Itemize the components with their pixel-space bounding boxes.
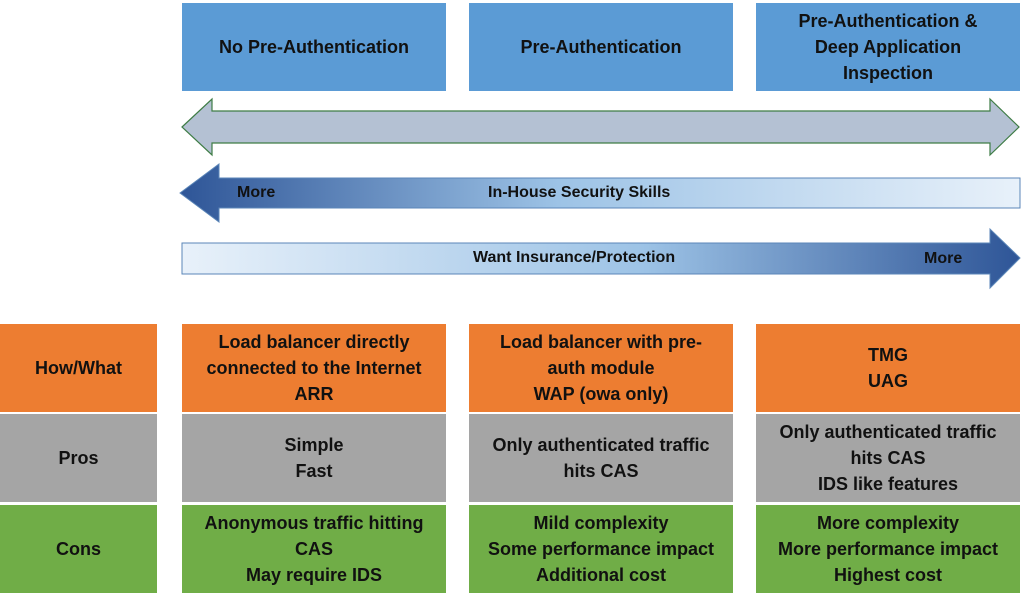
cell-line: hits CAS [563, 461, 639, 481]
cell-line: auth module [547, 358, 655, 378]
header-line: No Pre-Authentication [218, 37, 409, 57]
row-label-pros: Pros [0, 414, 157, 502]
cell-line: Only authenticated traffic [492, 435, 710, 455]
cell-line: IDS like features [817, 474, 959, 494]
cell-pros-preauth: Only authenticated traffic hits CAS [469, 414, 733, 502]
cell-line: Anonymous traffic hitting [204, 513, 424, 533]
row-label: How/What [35, 358, 122, 378]
cell-line: Load balancer directly [218, 332, 410, 352]
cell-how-no-preauth: Load balancer directly connected to the … [182, 324, 446, 412]
header-line: Inspection [842, 63, 933, 83]
cell-line: Mild complexity [533, 513, 669, 533]
cell-line: connected to the Internet [206, 358, 422, 378]
insurance-arrow [181, 227, 1021, 290]
skills-label: In-House Security Skills [488, 184, 671, 201]
header-line: Pre-Authentication [520, 37, 682, 57]
cell-how-preauth: Load balancer with pre- auth module WAP … [469, 324, 733, 412]
cell-cons-preauth: Mild complexity Some performance impact … [469, 505, 733, 593]
cell-line: CAS [294, 539, 333, 559]
arrows-graphic [179, 97, 1021, 290]
header-line: Pre-Authentication & [798, 11, 978, 31]
cell-pros-deep-inspection: Only authenticated traffic hits CAS IDS … [756, 414, 1020, 502]
header-line: Deep Application [814, 37, 962, 57]
cell-line: Highest cost [833, 565, 943, 585]
cell-line: Additional cost [536, 565, 666, 585]
cell-how-deep-inspection: TMG UAG [756, 324, 1020, 412]
cell-line: Only authenticated traffic [779, 422, 997, 442]
skills-more-label: More [237, 184, 276, 201]
cell-line: Load balancer with pre- [499, 332, 703, 352]
header-preauth: Pre-Authentication [469, 3, 733, 91]
cell-line: TMG [868, 345, 908, 365]
cell-line: Fast [295, 461, 333, 481]
cell-line: WAP (owa only) [533, 384, 669, 404]
cell-line: May require IDS [245, 565, 383, 585]
header-preauth-deep-inspection: Pre-Authentication & Deep Application In… [756, 3, 1020, 91]
cell-cons-deep-inspection: More complexity More performance impact … [756, 505, 1020, 593]
cell-line: More complexity [816, 513, 960, 533]
row-label-cons: Cons [0, 505, 157, 593]
double-arrow [181, 97, 1020, 157]
insurance-label: Want Insurance/Protection [473, 249, 676, 266]
cell-pros-no-preauth: Simple Fast [182, 414, 446, 502]
cell-line: Some performance impact [487, 539, 715, 559]
row-label-how-what: How/What [0, 324, 157, 412]
cell-line: hits CAS [850, 448, 926, 468]
cell-line: ARR [294, 384, 334, 404]
skills-arrow [179, 163, 1021, 223]
row-label: Pros [58, 448, 99, 468]
cell-line: Simple [284, 435, 344, 455]
cell-cons-no-preauth: Anonymous traffic hitting CAS May requir… [182, 505, 446, 593]
row-label: Cons [56, 539, 101, 559]
cell-line: More performance impact [777, 539, 999, 559]
header-no-preauth: No Pre-Authentication [182, 3, 446, 91]
cell-line: UAG [868, 371, 908, 391]
insurance-more-label: More [924, 250, 963, 267]
